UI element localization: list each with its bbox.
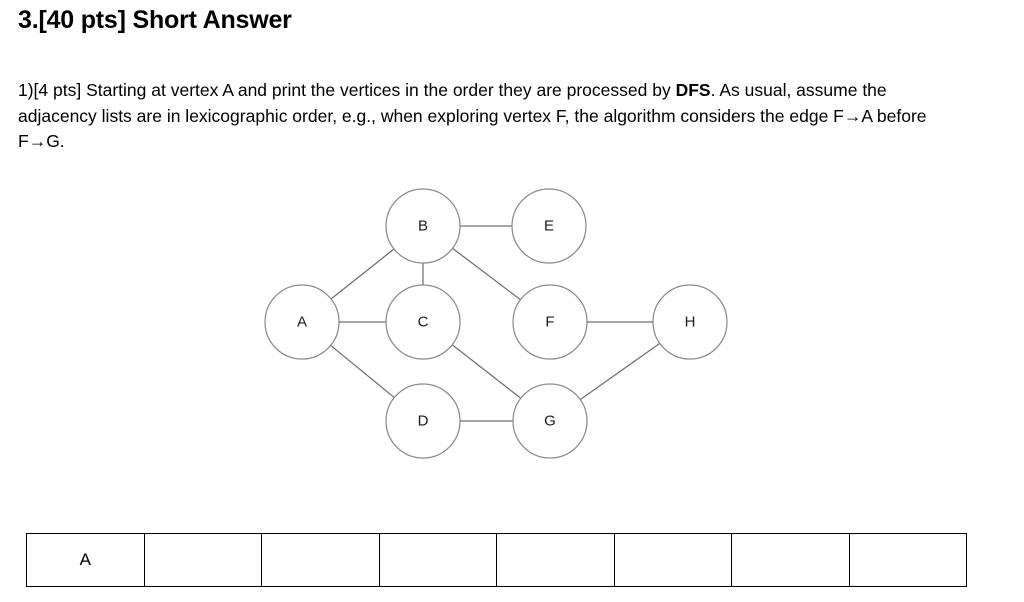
graph-node-h: H: [652, 284, 728, 360]
answer-cell-6[interactable]: [613, 533, 732, 587]
answer-cell-2[interactable]: [143, 533, 262, 587]
graph-node-circle-c: [385, 284, 461, 360]
graph-node-circle-a: [264, 284, 340, 360]
graph-figure: A B C D E F G H: [0, 178, 1024, 478]
graph-node-f: F: [512, 284, 588, 360]
answer-cell-8[interactable]: [848, 533, 967, 587]
graph-edge-a-b: [330, 248, 395, 300]
table-row: A: [26, 533, 967, 587]
graph-node-a: A: [264, 284, 340, 360]
graph-node-circle-d: [385, 383, 461, 459]
graph-node-circle-e: [511, 188, 587, 264]
graph-edge-a-d: [330, 344, 395, 399]
graph-node-g: G: [512, 383, 588, 459]
graph-node-b: B: [385, 188, 461, 264]
answer-cell-7[interactable]: [731, 533, 850, 587]
question-text-after-emphasis: . As usual, assume the adjacency lists a…: [18, 80, 927, 151]
graph-node-circle-b: [385, 188, 461, 264]
graph-node-label-d: D: [418, 413, 429, 430]
graph-node-c: C: [385, 284, 461, 360]
answer-cell-3[interactable]: [261, 533, 380, 587]
question-paragraph: 1)[4 pts] Starting at vertex A and print…: [18, 78, 970, 155]
graph-edge-g-h: [579, 342, 661, 401]
graph-node-label-a: A: [297, 314, 307, 331]
graph-edge-c-g: [451, 344, 522, 399]
answer-cell-5[interactable]: [496, 533, 615, 587]
answer-cell-4[interactable]: [378, 533, 497, 587]
answer-sequence-table: A: [26, 533, 967, 587]
graph-node-circle-h: [652, 284, 728, 360]
page-title: 3.[40 pts] Short Answer: [18, 6, 292, 34]
question-text-before-emphasis: 1)[4 pts] Starting at vertex A and print…: [18, 80, 676, 100]
graph-node-label-f: F: [545, 314, 554, 331]
graph-edges-layer: [330, 225, 661, 422]
graph-node-label-h: H: [685, 314, 696, 331]
graph-edge-b-f: [452, 247, 521, 301]
graph-nodes-layer: A B C D E F G H: [264, 188, 728, 459]
answer-cell-1[interactable]: A: [26, 533, 145, 587]
graph-svg: A B C D E F G H: [264, 188, 728, 459]
graph-node-label-g: G: [544, 413, 556, 430]
graph-node-d: D: [385, 383, 461, 459]
question-emphasis-dfs: DFS: [675, 80, 711, 100]
graph-node-label-c: C: [418, 314, 429, 331]
graph-node-e: E: [511, 188, 587, 264]
graph-node-circle-f: [512, 284, 588, 360]
graph-node-label-b: B: [418, 218, 428, 235]
graph-node-label-e: E: [544, 218, 554, 235]
graph-node-circle-g: [512, 383, 588, 459]
